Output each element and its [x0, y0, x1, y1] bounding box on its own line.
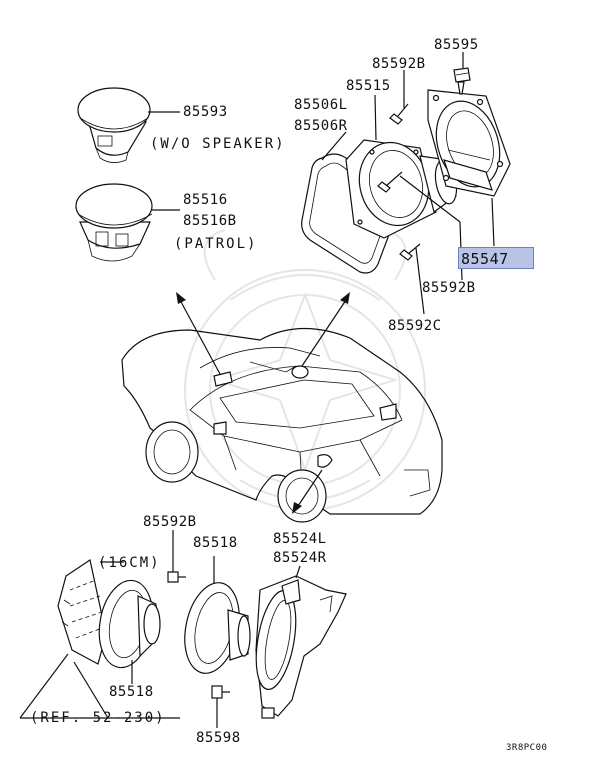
- cap-85593: [77, 87, 151, 163]
- label-85595[interactable]: 85595: [434, 37, 479, 53]
- screw-85592b-low: [167, 571, 186, 583]
- label-patrol: (PATROL): [174, 236, 258, 252]
- label-85592c[interactable]: 85592C: [388, 318, 442, 334]
- label-wo-speaker: (W/O SPEAKER): [150, 136, 286, 152]
- label-85516b[interactable]: 85516B: [183, 213, 237, 229]
- label-85598[interactable]: 85598: [196, 730, 241, 746]
- label-85524r[interactable]: 85524R: [273, 550, 327, 566]
- label-16cm: (16CM): [98, 555, 161, 571]
- door-grille: [57, 559, 107, 665]
- label-85506l[interactable]: 85506L: [294, 97, 348, 113]
- label-85592b-low[interactable]: 85592B: [143, 514, 197, 530]
- label-85592b-top[interactable]: 85592B: [372, 56, 426, 72]
- label-85516[interactable]: 85516: [183, 192, 228, 208]
- cap-85516: [75, 183, 153, 262]
- arrow-to-speaker: [301, 292, 350, 367]
- clip-85595: [453, 67, 471, 95]
- arrow-to-door: [292, 469, 323, 514]
- arrow-to-cap: [176, 292, 221, 375]
- screw-speaker: [377, 171, 403, 193]
- diagram-code: 3R8PC00: [506, 743, 548, 753]
- label-85518-top[interactable]: 85518: [193, 535, 238, 551]
- speaker-16cm: [98, 579, 161, 669]
- label-85592b-mid[interactable]: 85592B: [422, 280, 476, 296]
- screw-85592b-top: [389, 103, 409, 125]
- screw-85592c: [399, 243, 421, 261]
- label-85506r[interactable]: 85506R: [294, 118, 348, 134]
- label-85518-low[interactable]: 85518: [109, 684, 154, 700]
- bracket-85524: [255, 575, 347, 719]
- highlight-85547[interactable]: 85547: [458, 247, 534, 269]
- label-85515[interactable]: 85515: [346, 78, 391, 94]
- car-body: [121, 327, 443, 523]
- label-85593[interactable]: 85593: [183, 104, 228, 120]
- label-85547: 85547: [461, 250, 509, 268]
- bracket-85547: [427, 89, 511, 197]
- label-ref[interactable]: (REF. 52-230): [30, 710, 166, 726]
- label-85524l[interactable]: 85524L: [273, 531, 327, 547]
- screw-85598: [211, 685, 230, 699]
- ring-85518: [184, 582, 251, 674]
